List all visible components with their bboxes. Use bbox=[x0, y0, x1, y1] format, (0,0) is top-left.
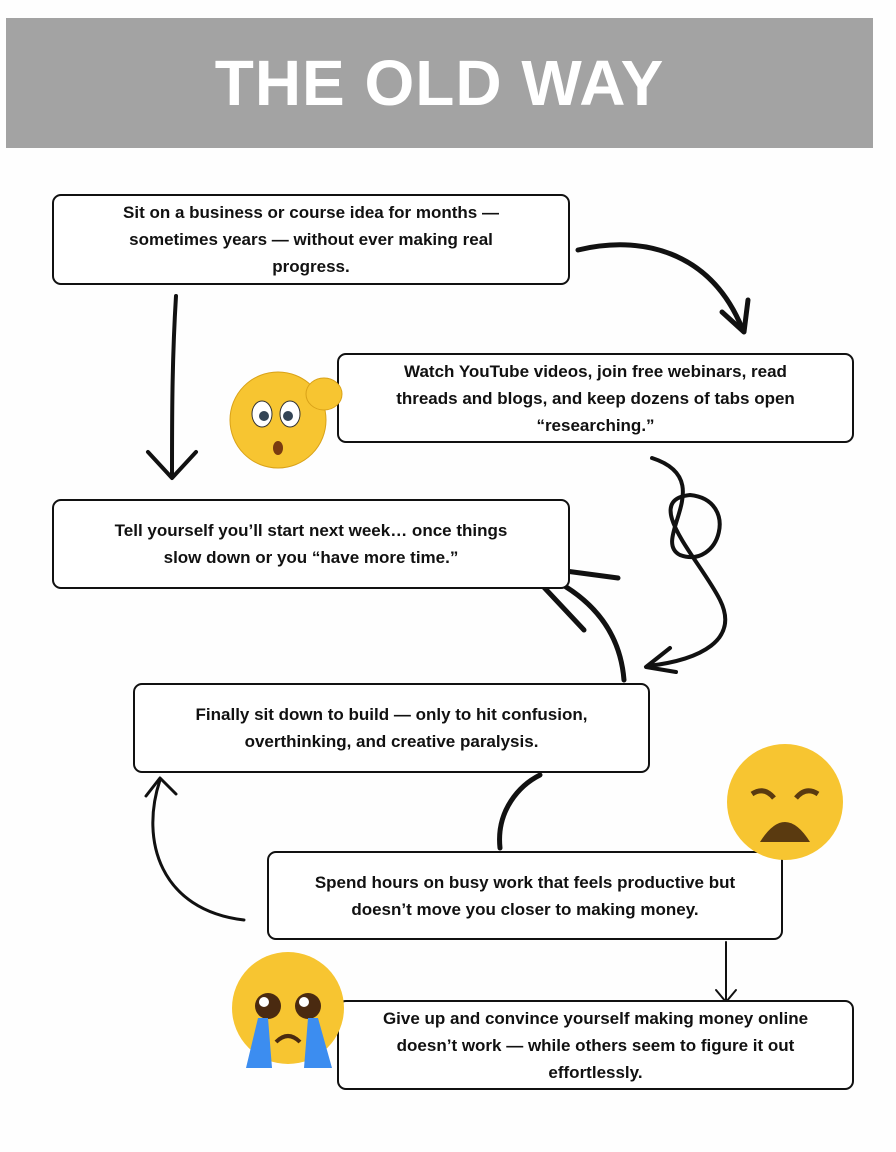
arrow-1-to-3 bbox=[146, 294, 198, 480]
step-box-3: Tell yourself you’ll start next week… on… bbox=[52, 499, 570, 589]
step-text: Sit on a business or course idea for mon… bbox=[123, 203, 499, 276]
step-box-5: Spend hours on busy work that feels prod… bbox=[267, 851, 783, 940]
step-box-6: Give up and convince yourself making mon… bbox=[337, 1000, 854, 1090]
step-box-2: Watch YouTube videos, join free webinars… bbox=[337, 353, 854, 443]
arrow-5-up bbox=[497, 772, 543, 851]
crying-emoji-icon bbox=[232, 952, 344, 1068]
step-text: Give up and convince yourself making mon… bbox=[382, 1008, 809, 1082]
step-box-4: Finally sit down to build — only to hit … bbox=[133, 683, 650, 773]
page-title: THE OLD WAY bbox=[214, 47, 665, 119]
arrow-5-to-4 bbox=[144, 776, 246, 922]
confused-emoji-icon bbox=[229, 371, 343, 469]
arrow-2-to-4-loop bbox=[644, 456, 728, 674]
step-text: Watch YouTube videos, join free webinars… bbox=[396, 361, 795, 435]
arrow-5-to-6 bbox=[715, 941, 737, 1003]
step-text: Finally sit down to build — only to hit … bbox=[195, 705, 588, 751]
title-banner: THE OLD WAY bbox=[6, 18, 873, 148]
step-text: Tell yourself you’ll start next week… on… bbox=[114, 521, 508, 567]
weary-emoji-icon bbox=[727, 744, 843, 860]
step-text: Spend hours on busy work that feels prod… bbox=[314, 872, 736, 919]
arrow-1-to-2 bbox=[575, 242, 751, 335]
step-box-1: Sit on a business or course idea for mon… bbox=[52, 194, 570, 285]
